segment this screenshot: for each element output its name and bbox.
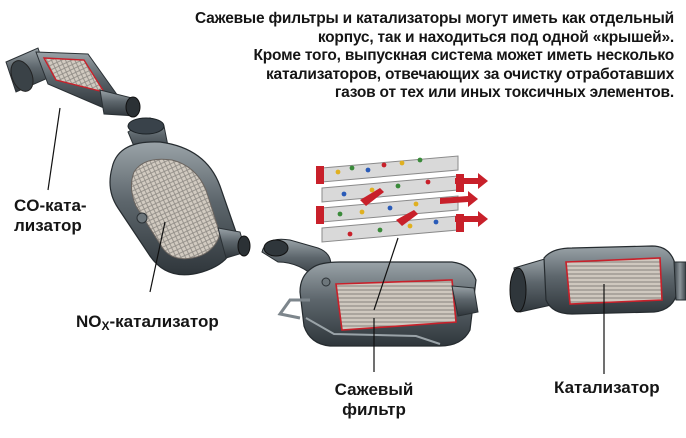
label-nox-suffix: -катализатор (109, 312, 219, 331)
label-co-catalyst: CO-ката- лизатор (14, 196, 87, 236)
leader-co (47, 107, 61, 191)
label-soot-filter-line: фильтр (342, 400, 406, 419)
label-nox-sub: X (101, 319, 110, 333)
label-catalyst: Катализатор (554, 378, 660, 397)
label-nox-catalyst: NOX-катализатор (76, 312, 219, 336)
leader-nox (149, 221, 166, 293)
caption-text: Сажевые фильтры и катализаторы могут име… (174, 10, 674, 103)
label-soot-filter-line: Сажевый (334, 380, 414, 399)
label-co-catalyst-line: CO-ката- (14, 196, 87, 215)
caption-line: корпус, так и находиться под одной «крыш… (317, 28, 674, 46)
co-catalyst-unit (5, 47, 141, 118)
caption-line: газов от тех или иных токсичных элементо… (334, 84, 674, 102)
flow-channels-diagram (316, 155, 488, 243)
caption-line: Кроме того, выпускная система может имет… (253, 47, 674, 65)
label-soot-filter: Сажевый фильтр (328, 380, 420, 420)
caption-line: катализаторов, отвечающих за очистку отр… (266, 65, 674, 83)
label-nox-prefix: NO (76, 312, 102, 331)
soot-filter-unit (261, 238, 479, 347)
nox-catalyst-unit (109, 117, 251, 276)
caption-line: Сажевые фильтры и катализаторы могут име… (195, 10, 674, 27)
leader-soot-top (373, 237, 399, 311)
label-co-catalyst-line: лизатор (14, 216, 82, 235)
leader-lines (47, 107, 605, 374)
particle-dots (335, 157, 439, 237)
catalyst-unit (509, 245, 686, 315)
